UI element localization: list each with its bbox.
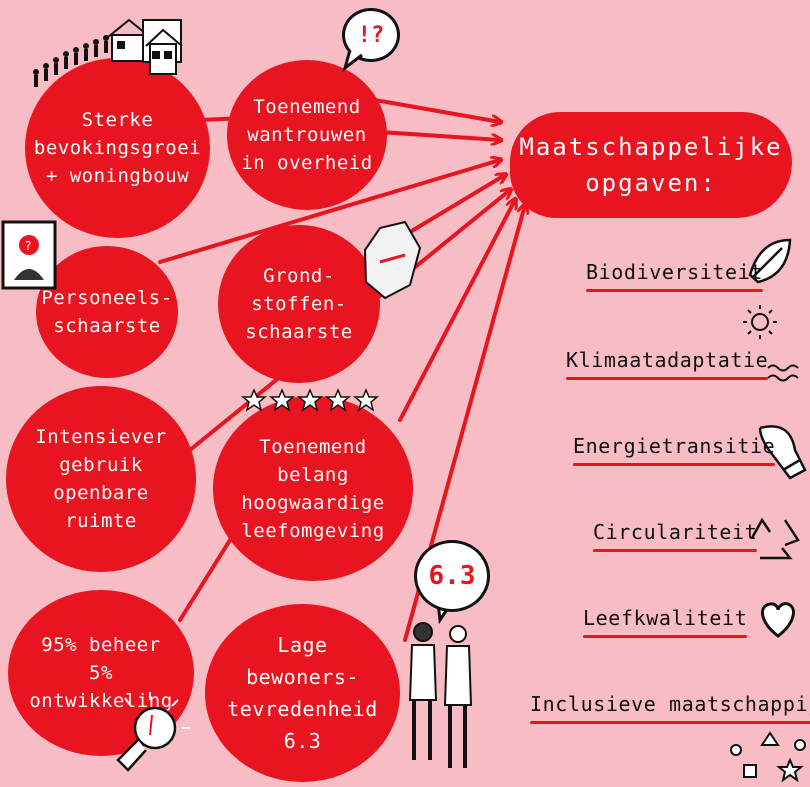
goal-label: Circulariteit <box>593 520 758 544</box>
challenge-grondstoffen: Grond- stoffen- schaarste <box>218 225 380 383</box>
alert-text: !? <box>357 22 385 48</box>
goal-label: Leefkwaliteit <box>583 606 748 630</box>
challenge-beheer: 95% beheer 5% ontwikkeling <box>8 590 194 756</box>
challenge-bevolkingsgroei: Sterke bevokingsgroei + woningbouw <box>25 58 210 238</box>
challenge-label: Sterke bevokingsgroei + woningbouw <box>33 109 202 187</box>
challenge-label: Toenemend wantrouwen in overheid <box>241 96 373 174</box>
goal-energietransitie: Energietransitie <box>573 434 776 466</box>
arrow-personeel <box>158 160 500 264</box>
arrow-grondstoffen <box>358 175 505 264</box>
goal-label: Klimaatadaptatie <box>566 348 769 372</box>
goal-underline <box>583 635 748 638</box>
score-speech-bubble: 6.3 <box>414 540 490 612</box>
goal-underline <box>573 463 776 466</box>
goal-underline <box>593 549 758 552</box>
goal-circulariteit: Circulariteit <box>593 520 758 552</box>
challenge-openbare-ruimte: Intensiever gebruik openbare ruimte <box>6 386 196 572</box>
arrow-beheer <box>178 538 232 622</box>
goal-label: Biodiversiteit <box>586 260 763 284</box>
challenge-tevredenheid: Lage bewoners- tevredenheid 6.3 <box>205 604 400 782</box>
goal-underline <box>530 721 810 724</box>
goal-underline <box>566 377 769 380</box>
goal-label: Inclusieve maatschappij <box>530 692 810 716</box>
arrow-wantrouwen-2 <box>378 130 500 140</box>
challenge-label: Grond- stoffen- schaarste <box>245 265 353 343</box>
challenge-label: Lage bewoners- tevredenheid 6.3 <box>227 633 378 753</box>
goal-underline <box>586 289 763 292</box>
arrow-leefomgeving <box>398 200 515 422</box>
arrow-wantrouwen-1 <box>373 98 500 122</box>
challenge-label: 95% beheer 5% ontwikkeling <box>29 634 173 712</box>
challenge-label: Toenemend belang hoogwaardige leefomgevi… <box>241 435 385 542</box>
challenge-leefomgeving: Toenemend belang hoogwaardige leefomgevi… <box>213 396 413 581</box>
header-title: Maatschappelijke opgaven: <box>510 112 792 218</box>
goal-label: Energietransitie <box>573 434 776 458</box>
challenge-personeel: Personeels- schaarste <box>36 246 178 378</box>
goal-biodiversiteit: Biodiversiteit <box>586 260 763 292</box>
alert-speech-bubble: !? <box>342 8 400 62</box>
challenge-wantrouwen: Toenemend wantrouwen in overheid <box>227 60 387 210</box>
score-text: 6.3 <box>428 561 476 591</box>
challenge-label: Intensiever gebruik openbare ruimte <box>35 426 167 532</box>
goal-leefkwaliteit: Leefkwaliteit <box>583 606 748 638</box>
goal-klimaatadaptatie: Klimaatadaptatie <box>566 348 769 380</box>
goal-inclusieve-maatschappij: Inclusieve maatschappij <box>530 692 810 724</box>
challenge-label: Personeels- schaarste <box>41 287 173 337</box>
